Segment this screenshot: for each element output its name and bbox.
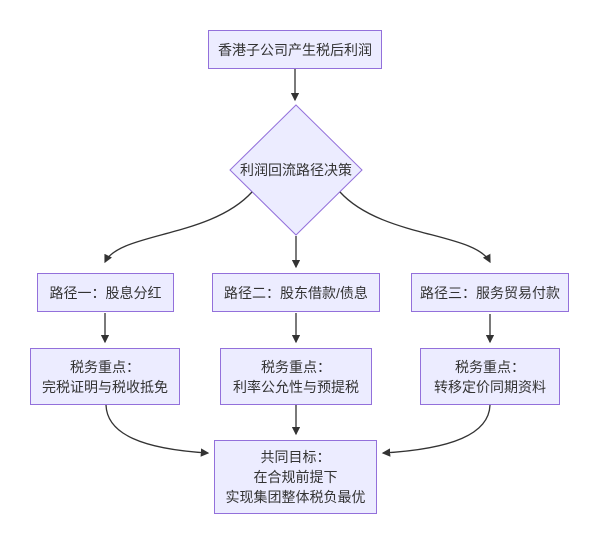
node-tax1-line2: 完税证明与税收抵免 (42, 378, 168, 395)
node-path2-label: 路径二：股东借款/债息 (224, 284, 368, 301)
node-start-label: 香港子公司产生税后利润 (218, 41, 372, 58)
node-decision-label: 利润回流路径决策 (240, 162, 352, 178)
node-goal-line1: 共同目标： (260, 449, 331, 465)
node-path3: 路径三：服务贸易付款 (411, 273, 569, 312)
edge-tax3-to-goal (381, 404, 491, 457)
node-tax2-line2: 利率公允性与预提税 (233, 378, 359, 395)
node-path1-label: 路径一：股息分红 (49, 284, 162, 301)
node-start: 香港子公司产生税后利润 (208, 30, 382, 69)
node-tax2: 税务重点： 利率公允性与预提税 (220, 348, 372, 405)
node-tax1: 税务重点： 完税证明与税收抵免 (30, 348, 180, 405)
node-path1: 路径一：股息分红 (37, 273, 174, 312)
node-goal-line2: 在合规前提下 (253, 469, 338, 485)
node-goal-line3: 实现集团整体税负最优 (225, 489, 366, 505)
node-tax1-line1: 税务重点： (70, 358, 140, 375)
node-goal: 共同目标： 在合规前提下 实现集团整体税负最优 (214, 440, 377, 514)
node-decision: 利润回流路径决策 (230, 105, 362, 235)
node-tax3: 税务重点： 转移定价同期资料 (420, 348, 560, 405)
node-path3-label: 路径三：服务贸易付款 (420, 284, 560, 301)
decision-diamond-shape (229, 104, 363, 236)
node-tax3-line1: 税务重点： (455, 358, 525, 375)
edge-decision-to-path1 (104, 191, 253, 264)
node-tax2-line1: 税务重点： (261, 358, 331, 375)
edge-tax1-to-goal (105, 404, 210, 457)
node-path2: 路径二：股东借款/债息 (212, 273, 380, 312)
node-tax3-line2: 转移定价同期资料 (434, 378, 546, 395)
edge-decision-to-path3 (339, 191, 491, 264)
